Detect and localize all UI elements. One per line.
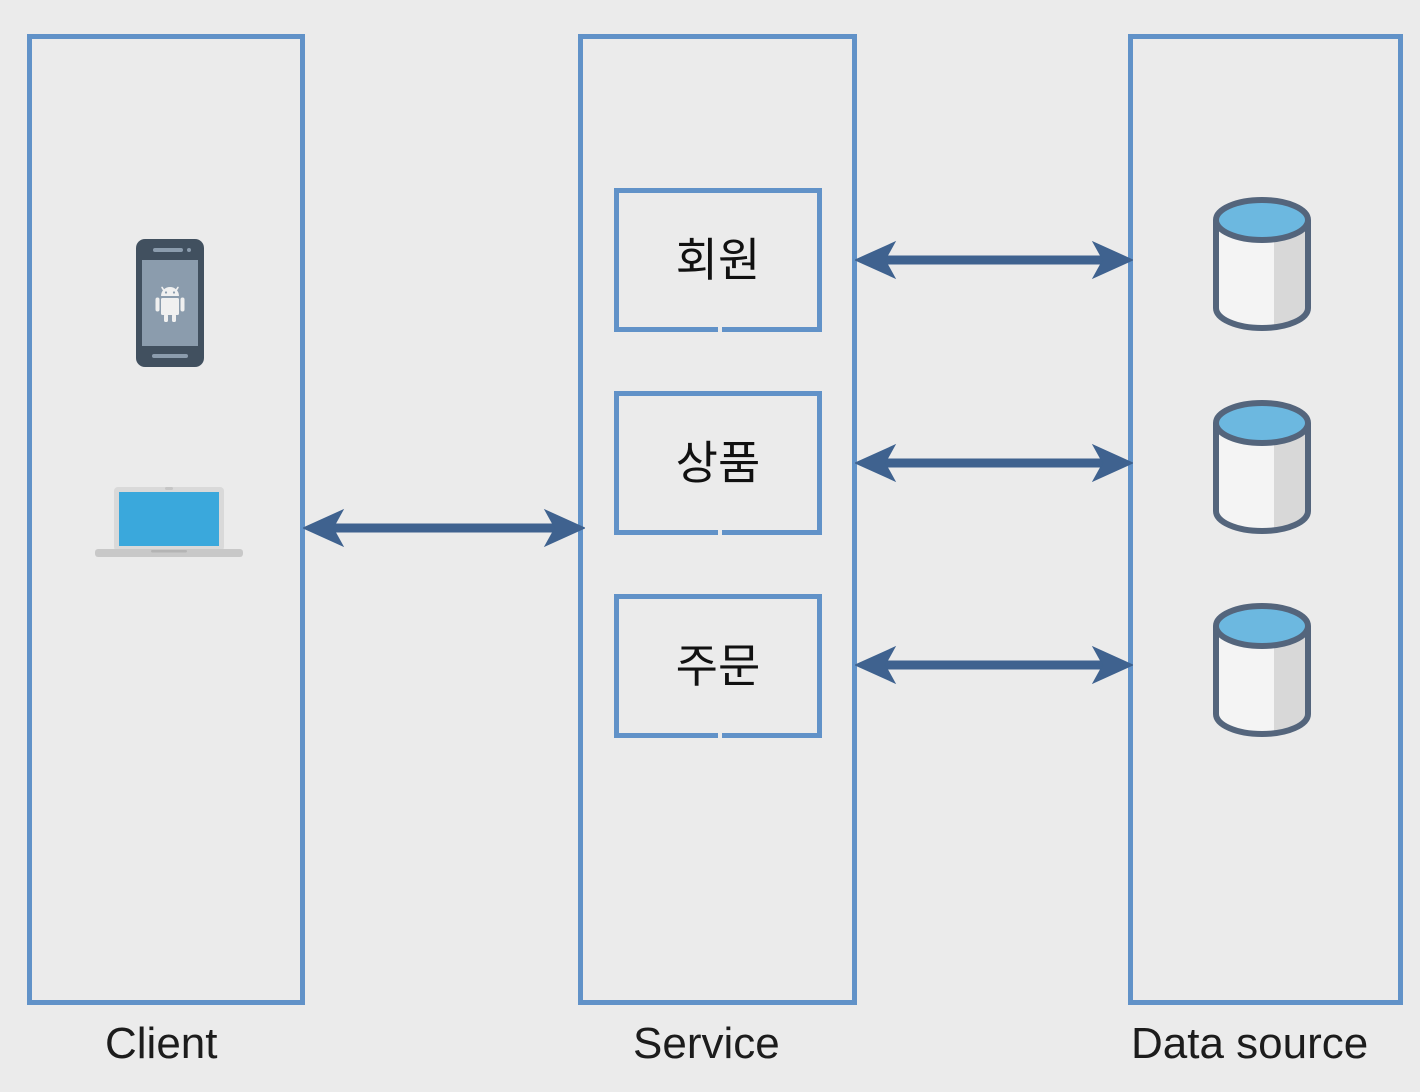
service-box-label: 상품 <box>675 437 761 489</box>
service-column-caption: Service <box>633 1019 780 1068</box>
connector-client-service <box>301 500 587 556</box>
service-box-label: 주문 <box>675 640 761 692</box>
service-box-product[interactable]: 상품 <box>614 391 822 535</box>
connector-member-database <box>853 232 1135 288</box>
connector-product-database <box>853 435 1135 491</box>
service-box-label: 회원 <box>675 234 761 286</box>
database-cylinder-icon <box>1208 196 1316 337</box>
client-column <box>27 34 305 1005</box>
database-cylinder-icon <box>1208 602 1316 743</box>
connector-order-database <box>853 637 1135 693</box>
laptop-icon <box>93 483 245 568</box>
database-cylinder-icon <box>1208 399 1316 540</box>
client-column-caption: Client <box>105 1019 218 1068</box>
data-source-column-caption: Data source <box>1131 1019 1369 1068</box>
service-box-order[interactable]: 주문 <box>614 594 822 738</box>
service-box-member[interactable]: 회원 <box>614 188 822 332</box>
android-phone-icon <box>135 238 205 373</box>
